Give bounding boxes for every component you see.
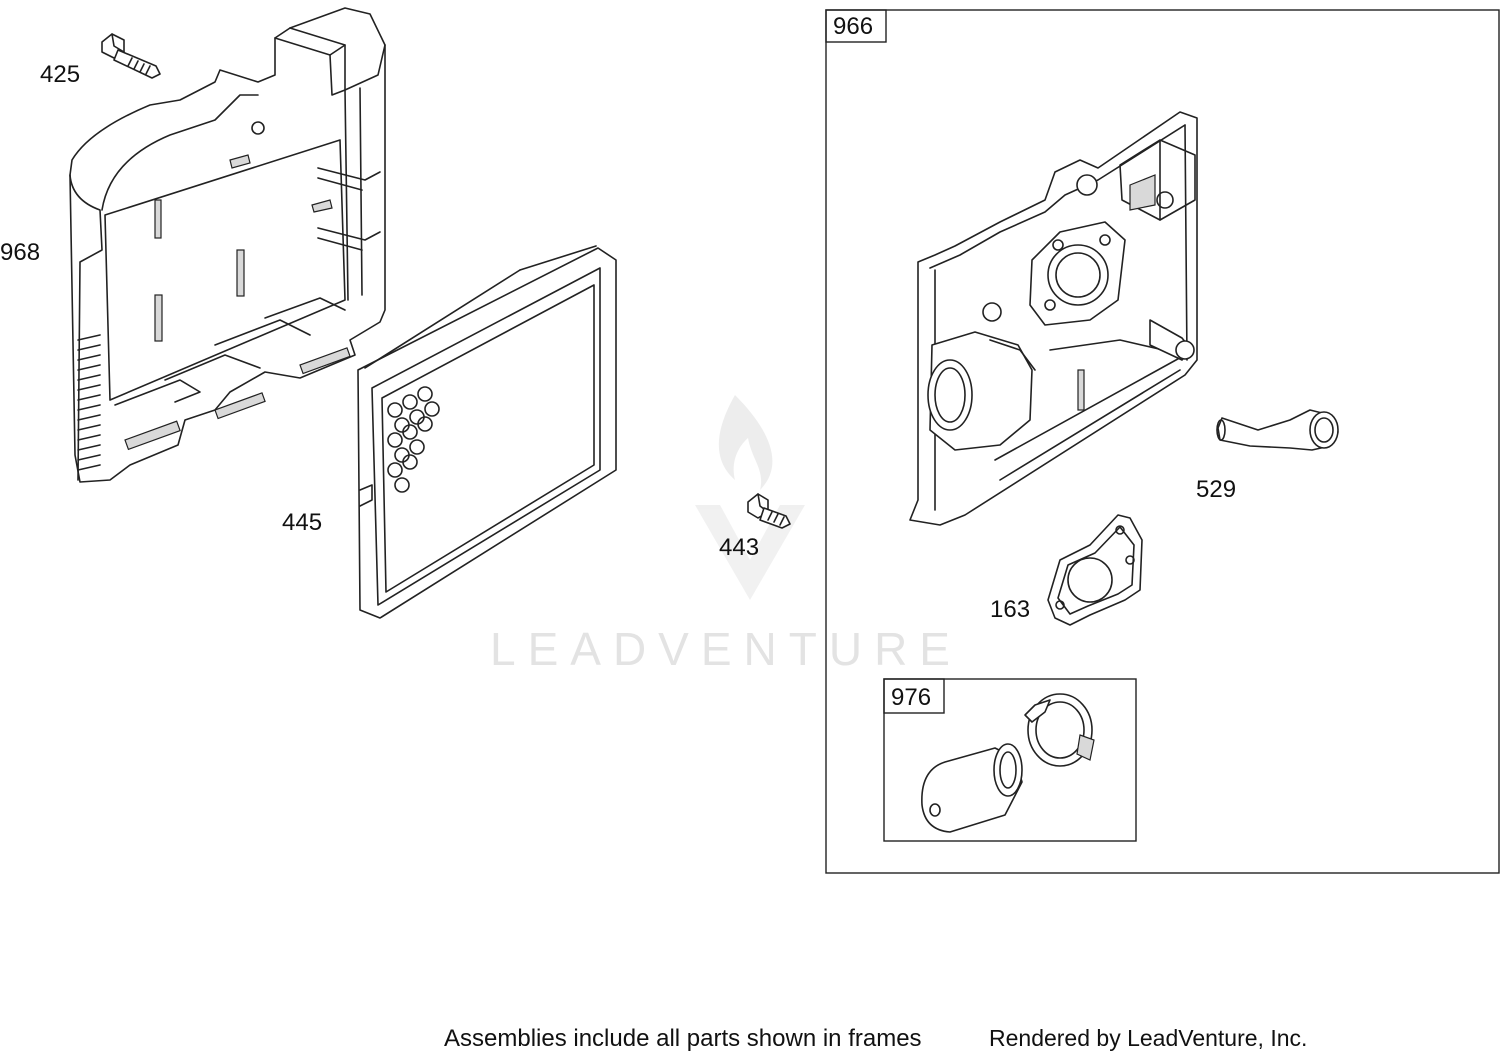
filter-pleats [364,245,597,369]
filter-honeycomb [387,386,440,493]
part-966-air-cleaner-base[interactable] [909,111,1198,526]
part-425-screw[interactable] [101,33,161,79]
part-976-clamp-ring[interactable] [1024,693,1095,767]
callout-968: 968 [0,239,40,266]
callout-163: 163 [990,596,1030,623]
part-445-air-filter[interactable] [357,245,617,619]
callout-445: 445 [282,509,322,536]
watermark-text: LEADVENTURE [490,623,962,675]
callout-966: 966 [833,13,873,40]
cover-grille [77,334,101,471]
callout-529: 529 [1196,476,1236,503]
callout-425: 425 [40,61,80,88]
frame-976 [883,678,1137,842]
frame-966 [825,9,1500,874]
footer-credit: Rendered by LeadVenture, Inc. [989,1025,1307,1051]
callout-976: 976 [891,684,931,711]
part-443-screw[interactable] [747,493,791,529]
footer-note: Assemblies include all parts shown in fr… [444,1025,922,1052]
leadventure-watermark-logo [695,395,805,600]
part-976-filter-cartridge[interactable] [921,743,1023,833]
callout-443: 443 [719,534,759,561]
part-968-air-cleaner-cover[interactable] [69,7,386,483]
part-529-breather-tube[interactable] [1216,409,1339,451]
part-163-gasket[interactable] [1047,514,1143,626]
